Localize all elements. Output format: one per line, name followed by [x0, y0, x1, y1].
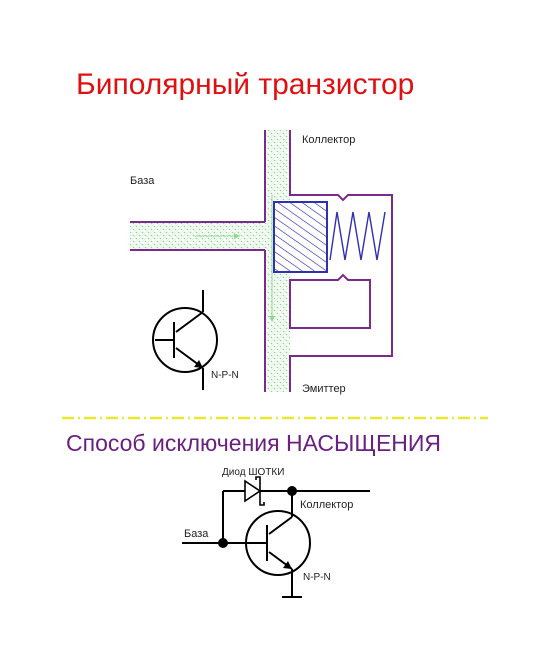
coil-path [329, 211, 386, 261]
collector-label-top: Коллектор [302, 134, 355, 146]
emitter-label-top: Эмиттер [302, 383, 346, 395]
hatched-region [273, 201, 328, 273]
npn-symbol-top [152, 290, 218, 390]
transistor-structure [130, 130, 393, 392]
base-label-top: База [130, 175, 155, 187]
section-subtitle: Способ исключения НАСЫЩЕНИЯ [66, 430, 442, 456]
base-label-bottom: База [184, 528, 209, 540]
page-title: Биполярный транзистор [76, 68, 415, 101]
junction-dot [287, 486, 297, 496]
npn-label-bottom: N-P-N [303, 572, 331, 583]
collector-label-bottom: Коллектор [300, 499, 353, 511]
junction-dot [218, 538, 228, 548]
schottky-diode-icon [244, 476, 265, 506]
npn-label-top: N-P-N [211, 370, 239, 381]
base-channel [130, 130, 290, 392]
diode-label: Диод ШОТКИ [222, 467, 284, 478]
